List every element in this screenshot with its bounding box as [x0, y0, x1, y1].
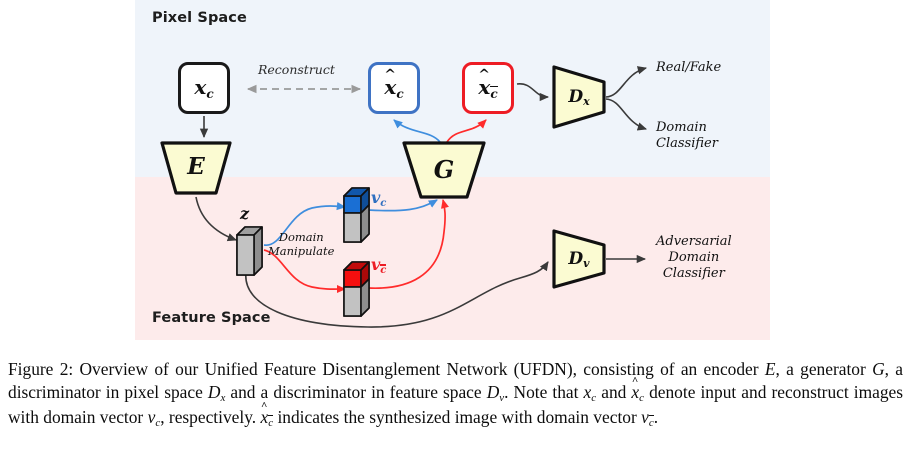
vector-label-vc: vc — [371, 188, 387, 209]
caption-p4: and a discriminator in feature space — [225, 382, 487, 403]
trapezoid-shape — [552, 229, 606, 289]
module-discriminator-Dx: Dx — [551, 64, 607, 130]
caption-math-Dx: Dx — [207, 382, 226, 405]
caption-p5: . Note that — [504, 382, 584, 403]
edge-z-to-vcbar — [263, 249, 347, 294]
annotation-reconstruct: Reconstruct — [258, 62, 335, 77]
caption-p7: denote input and reconstruct images with… — [8, 382, 904, 428]
module-label-Dv: Dv — [568, 248, 590, 270]
annotation-domain-manipulate-line2: Manipulate — [268, 244, 335, 259]
image-box-xc: xc — [178, 62, 230, 114]
caption-math-xhatc: ^xc — [631, 375, 645, 405]
annotation-domain-classifier: Domain Classifier — [656, 120, 718, 152]
edge-vc-to-G — [367, 199, 438, 212]
edge-xhatcbar-to-Dx — [516, 83, 550, 102]
caption-math-G: G — [872, 359, 885, 379]
module-generator-G: G — [402, 140, 486, 200]
module-label-G: G — [433, 154, 455, 184]
module-encoder-E: E — [160, 140, 232, 196]
annotation-adversarial-line2: Domain — [668, 249, 720, 265]
vector-bar-vcbar — [342, 260, 372, 318]
module-label-Dx: Dx — [568, 86, 590, 108]
annotation-adversarial-domain-classifier: Adversarial Domain Classifier — [656, 234, 732, 282]
edge-G-to-xhatc — [393, 119, 441, 143]
caption-math-E: E — [764, 359, 776, 379]
caption-math-Dv: Dv — [486, 382, 505, 405]
pixel-space-label: Pixel Space — [152, 10, 247, 26]
edge-vcbar-to-G — [367, 199, 449, 289]
annotation-domain-manipulate-line1: Domain — [278, 230, 324, 244]
figure-caption: Figure 2: Overview of our Unified Featur… — [8, 358, 903, 431]
trapezoid-shape — [552, 65, 606, 129]
edge-Dx-to-domain-classifier — [605, 98, 647, 131]
annotation-domain-classifier-line1: Domain — [656, 120, 707, 135]
caption-p1: Overview of our Unified Feature Disentan… — [73, 359, 765, 379]
module-label-E: E — [187, 153, 205, 180]
trapezoid-shape — [160, 141, 232, 195]
trapezoid-shape — [402, 141, 486, 199]
vector-bar-vc — [342, 186, 372, 244]
caption-math-vc: vc — [147, 407, 161, 430]
caption-p9: indicates the synthesized image with dom… — [273, 407, 642, 428]
module-discriminator-Dv: Dv — [551, 228, 607, 290]
annotation-domain-classifier-line2: Classifier — [656, 135, 718, 151]
caption-p6: and — [596, 382, 632, 403]
caption-p2: , a generator — [775, 359, 873, 379]
caption-p10: . — [653, 407, 659, 428]
image-box-xhat-c: ^xc — [368, 62, 420, 114]
feature-space-label: Feature Space — [152, 310, 271, 326]
annotation-domain-manipulate: Domain Manipulate — [268, 230, 334, 258]
annotation-adversarial-line3: Classifier — [662, 265, 725, 281]
label-xhat-c: ^xc — [384, 66, 404, 101]
annotation-real-fake: Real/Fake — [656, 60, 722, 75]
vector-bar-z — [235, 225, 265, 277]
annotation-adversarial-line1: Adversarial — [656, 234, 732, 249]
edge-E-to-z — [195, 196, 237, 242]
edge-Dx-to-realfake — [605, 66, 648, 98]
caption-p8: , respectively. — [160, 407, 261, 428]
label-xc: xc — [194, 74, 214, 101]
edge-z-to-vc — [263, 202, 347, 246]
edge-G-to-xhatcbar — [446, 119, 487, 143]
edge-z-to-Dv — [245, 261, 549, 328]
caption-math-xc: xc — [583, 382, 597, 405]
caption-label: Figure 2: — [8, 359, 74, 379]
caption-p3: , a discriminator in pixel space — [8, 359, 903, 403]
vector-label-z: z — [240, 204, 250, 223]
